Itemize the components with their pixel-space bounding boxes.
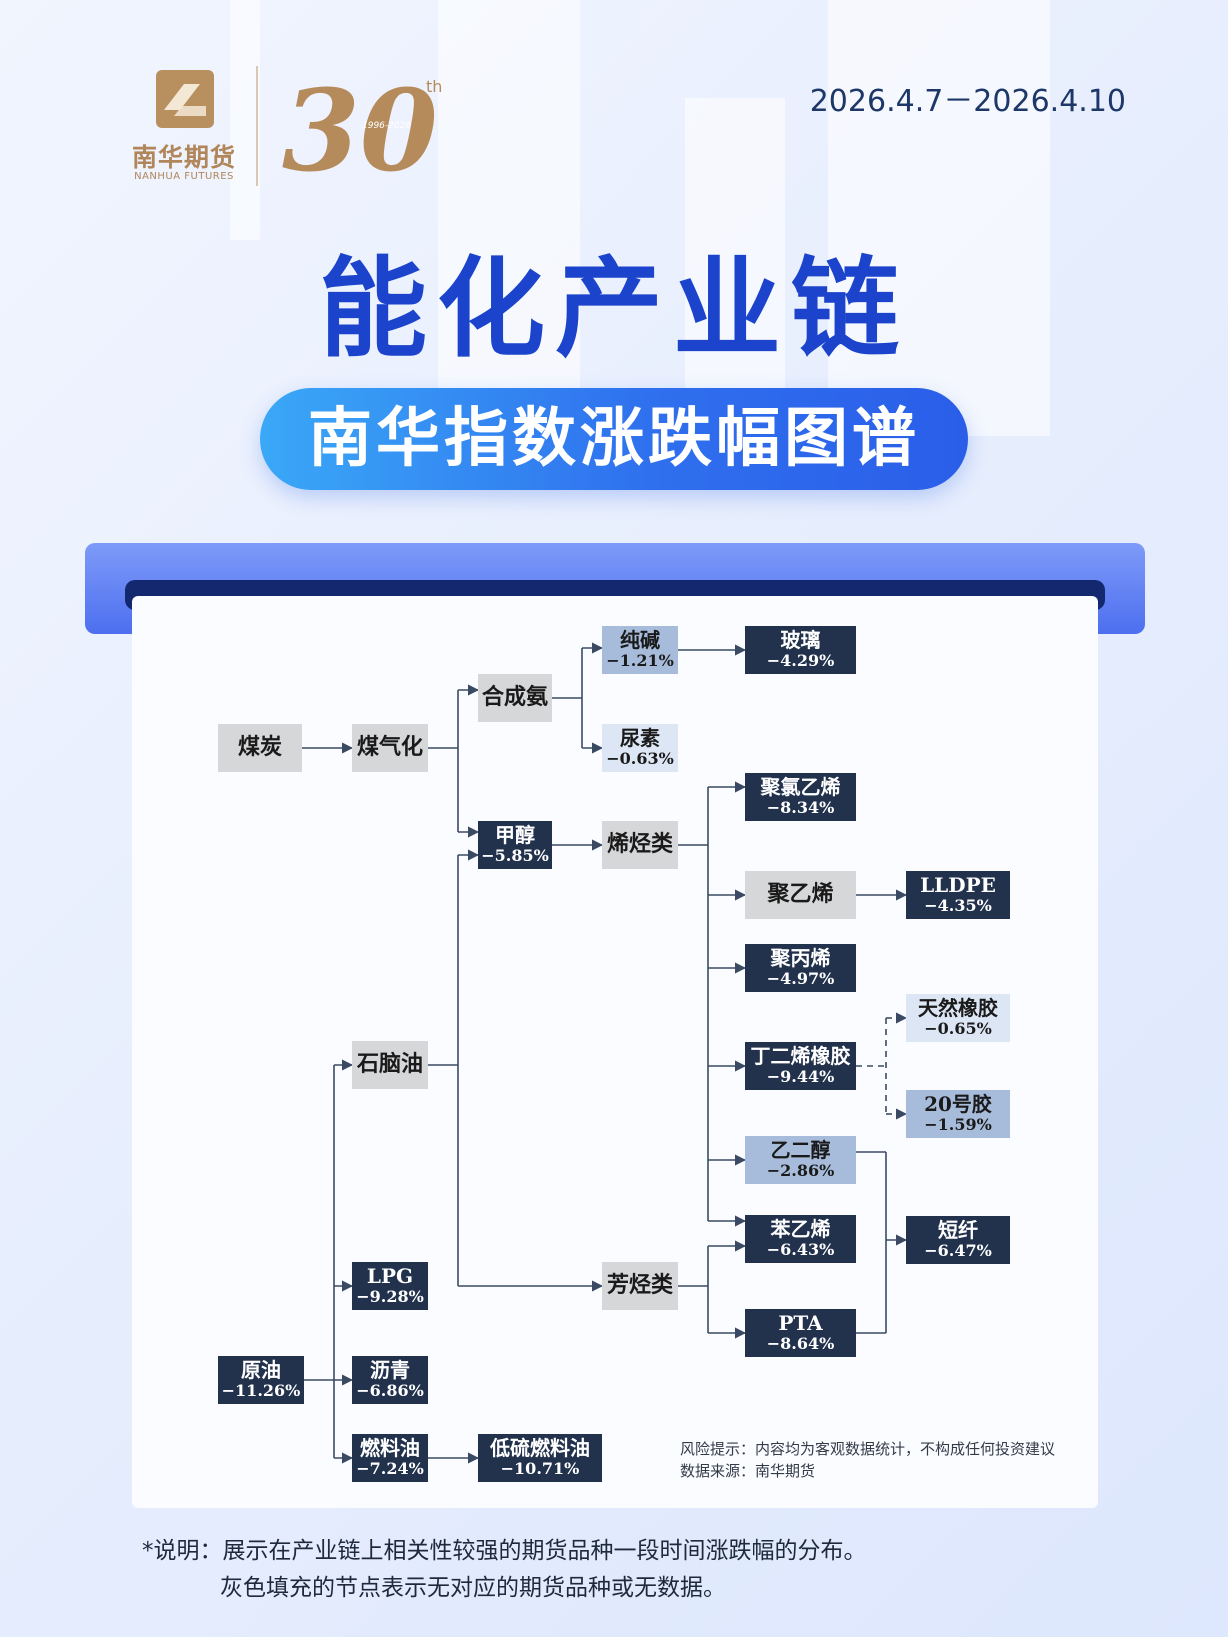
node-change: −5.85% (481, 846, 549, 866)
node-lpg: LPG−9.28% (352, 1262, 428, 1310)
nanhua-logo-icon (156, 70, 214, 128)
node-tianranxiangjiao: 天然橡胶−0.65% (906, 994, 1010, 1042)
node-change: −4.29% (766, 651, 835, 671)
node-xitinglei: 烯烃类 (602, 821, 678, 869)
anniversary-number: 30 (282, 70, 438, 180)
brand-divider (256, 66, 258, 186)
date-range: 2026.4.7－2026.4.10 (809, 84, 1126, 119)
node-niaosu: 尿素−0.63% (602, 724, 678, 772)
node-name: 20号胶 (924, 1092, 992, 1117)
data-source: 数据来源：南华期货 (680, 1462, 816, 1480)
node-meiqihua: 煤气化 (352, 724, 428, 772)
node-boli: 玻璃−4.29% (745, 626, 856, 674)
node-name: 聚丙烯 (770, 946, 831, 971)
background-bar (828, 0, 1050, 436)
node-name: 苯乙烯 (770, 1217, 831, 1242)
subtitle-banner: 南华指数涨跌幅图谱 (260, 388, 968, 490)
node-pta: PTA−8.64% (745, 1309, 856, 1357)
node-name: 聚氯乙烯 (760, 775, 841, 800)
node-name: 尿素 (620, 726, 660, 751)
node-dingerxi: 丁二烯橡胶−9.44% (745, 1042, 856, 1090)
node-name: 丁二烯橡胶 (750, 1044, 851, 1069)
node-change: −9.44% (766, 1067, 835, 1087)
node-hao20: 20号胶−1.59% (906, 1090, 1010, 1138)
background-bar (230, 0, 260, 240)
node-name: PTA (778, 1311, 823, 1336)
node-name: LPG (366, 1264, 414, 1289)
node-change: −1.59% (924, 1115, 992, 1135)
node-juyixi: 聚乙烯 (745, 871, 856, 919)
node-chunjian: 纯碱−1.21% (602, 626, 678, 674)
brand-name-en: NANHUA FUTURES (134, 171, 234, 182)
node-name: 甲醇 (495, 823, 535, 848)
node-name: 原油 (241, 1358, 281, 1383)
node-name: 合成氨 (481, 684, 548, 711)
node-name: 聚乙烯 (767, 881, 834, 908)
node-lldpe: LLDPE−4.35% (906, 871, 1010, 919)
node-change: −7.24% (356, 1459, 424, 1479)
node-change: −6.86% (356, 1381, 424, 1401)
node-pvc: 聚氯乙烯−8.34% (745, 773, 856, 821)
page-title: 能化产业链 (318, 247, 909, 372)
node-change: −8.34% (766, 798, 835, 818)
node-change: −11.26% (221, 1381, 301, 1401)
node-change: −1.21% (606, 651, 674, 671)
node-name: 乙二醇 (770, 1138, 831, 1163)
node-meitan: 煤炭 (218, 724, 302, 772)
node-name: 天然橡胶 (918, 996, 998, 1021)
brand-logo: 南华期货 NANHUA FUTURES (128, 70, 240, 185)
node-name: 煤气化 (356, 734, 423, 761)
node-shinaoyou: 石脑油 (352, 1041, 428, 1089)
node-change: −4.97% (766, 969, 835, 989)
node-name: 石脑油 (356, 1051, 423, 1078)
node-name: 纯碱 (620, 628, 660, 653)
node-liqing: 沥青−6.86% (352, 1356, 428, 1404)
node-name: 煤炭 (237, 734, 282, 761)
risk-note: 风险提示：内容均为客观数据统计，不构成任何投资建议 (680, 1440, 1056, 1458)
node-change: −0.65% (924, 1019, 992, 1039)
node-name: 烯烃类 (606, 831, 673, 858)
node-fangtinglei: 芳烃类 (602, 1262, 678, 1310)
node-name: LLDPE (920, 873, 996, 898)
node-change: −2.86% (766, 1161, 835, 1181)
legend-note: *说明：展示在产业链上相关性较强的期货品种一段时间涨跌幅的分布。 灰色填充的节点… (142, 1533, 867, 1607)
node-yierchun: 乙二醇−2.86% (745, 1136, 856, 1184)
node-jiachun: 甲醇−5.85% (478, 821, 552, 869)
node-change: −4.35% (924, 896, 992, 916)
node-benyixi: 苯乙烯−6.43% (745, 1215, 856, 1263)
node-change: −9.28% (356, 1287, 424, 1307)
note-line-1: *说明：展示在产业链上相关性较强的期货品种一段时间涨跌幅的分布。 (142, 1538, 867, 1564)
node-change: −8.64% (766, 1334, 835, 1354)
node-change: −10.71% (500, 1459, 580, 1479)
node-name: 低硫燃料油 (490, 1436, 590, 1461)
node-yuanyou: 原油−11.26% (218, 1356, 304, 1404)
risk-disclaimer: 风险提示：内容均为客观数据统计，不构成任何投资建议 数据来源：南华期货 (680, 1438, 1055, 1482)
note-line-2: 灰色填充的节点表示无对应的期货品种或无数据。 (220, 1575, 726, 1601)
background-bar (685, 98, 785, 420)
node-name: 玻璃 (780, 628, 821, 653)
anniversary-suffix: th (426, 77, 442, 96)
brand-name-cn: 南华期货 (131, 143, 236, 172)
node-diliu: 低硫燃料油−10.71% (478, 1434, 602, 1482)
anniversary-years: 1996-2026 (362, 121, 411, 131)
anniversary-badge: 30 th 1996-2026 (282, 70, 442, 180)
node-name: 短纤 (938, 1218, 978, 1243)
node-ranliaoyou: 燃料油−7.24% (352, 1434, 428, 1482)
node-jubingxi: 聚丙烯−4.97% (745, 944, 856, 992)
node-change: −6.43% (766, 1240, 835, 1260)
node-change: −6.47% (924, 1241, 992, 1261)
node-name: 沥青 (370, 1358, 410, 1383)
node-change: −0.63% (606, 749, 674, 769)
node-name: 芳烃类 (606, 1272, 673, 1299)
node-name: 燃料油 (360, 1436, 420, 1461)
node-hechengan: 合成氨 (478, 674, 552, 722)
background-bar (438, 0, 580, 420)
node-duanxian: 短纤−6.47% (906, 1216, 1010, 1264)
